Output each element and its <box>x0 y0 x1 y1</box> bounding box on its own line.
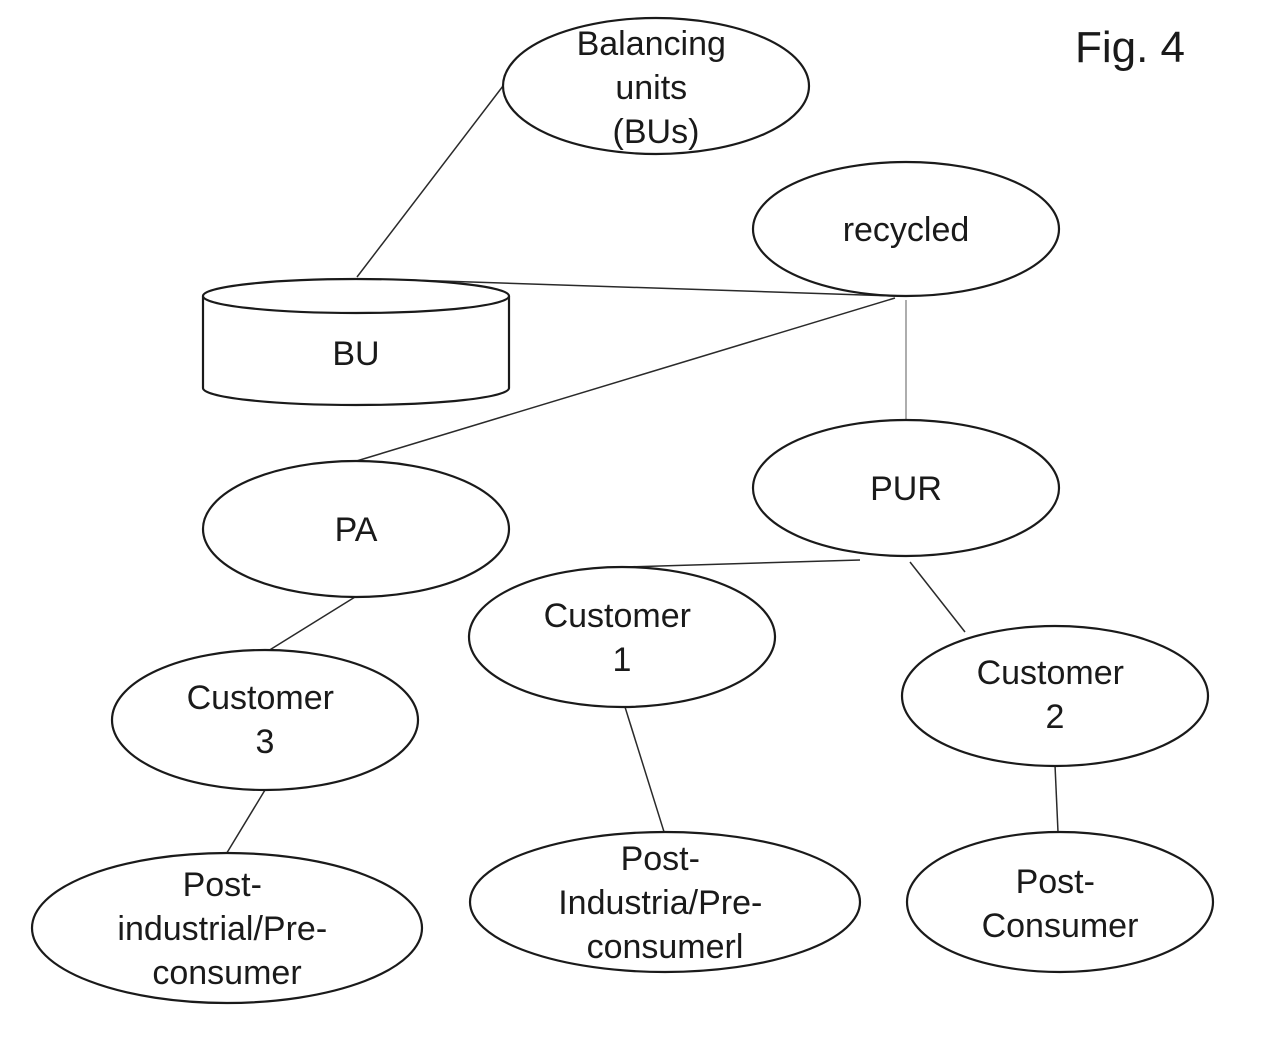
node-post-industrial-customer-3-line-1: Post- <box>183 866 262 904</box>
node-recycled-label: recycled <box>843 211 970 249</box>
node-post-consumer-ellipse <box>907 832 1213 972</box>
node-customer-3-line-2: 3 <box>256 723 275 761</box>
node-balancing-units-line-2: units <box>615 69 687 107</box>
edge-customer-1-post-industrial <box>625 707 665 835</box>
node-customer-1-line-1: Customer <box>544 597 691 635</box>
node-customer-3: Customer 3 <box>112 650 418 790</box>
node-customer-2-line-2: 2 <box>1046 698 1065 736</box>
node-post-industrial-customer-3: Post- industrial/Pre- consumer <box>32 853 422 1003</box>
edge-customer-3-post-industrial <box>225 790 265 856</box>
node-recycled-line-1: recycled <box>843 211 970 249</box>
node-customer-2-ellipse <box>902 626 1208 766</box>
node-bu-line-1: BU <box>332 335 379 373</box>
node-pa: PA <box>203 461 509 597</box>
node-post-industrial-customer-1-line-3: consumerl <box>587 928 744 966</box>
node-post-consumer-line-1: Post- <box>1016 863 1095 901</box>
node-customer-1-ellipse <box>469 567 775 707</box>
edge-balancing-units-bu <box>357 86 503 277</box>
node-pur: PUR <box>753 420 1059 556</box>
node-balancing-units: Balancing units (BUs) <box>503 18 809 154</box>
node-bu-label: BU <box>332 335 379 373</box>
node-pur-line-1: PUR <box>870 470 942 508</box>
node-customer-3-line-1: Customer <box>187 679 334 717</box>
node-post-industrial-customer-3-line-3: consumer <box>152 954 301 992</box>
node-pa-line-1: PA <box>335 511 378 549</box>
node-customer-1: Customer 1 <box>469 567 775 707</box>
node-customer-2-line-1: Customer <box>977 654 1124 692</box>
node-post-consumer-line-2: Consumer <box>982 907 1139 945</box>
node-pur-label: PUR <box>870 470 942 508</box>
node-balancing-units-line-1: Balancing <box>577 25 726 63</box>
node-customer-3-ellipse <box>112 650 418 790</box>
node-post-industrial-customer-3-line-2: industrial/Pre- <box>117 910 327 948</box>
edge-pur-customer-2 <box>910 562 965 632</box>
node-post-consumer: Post- Consumer <box>907 832 1213 972</box>
edge-customer-2-post-consumer <box>1055 765 1058 832</box>
node-recycled: recycled <box>753 162 1059 296</box>
figure-label: Fig. 4 <box>1075 23 1185 72</box>
edge-pa-customer-3 <box>268 597 355 651</box>
node-customer-2: Customer 2 <box>902 626 1208 766</box>
node-bu: BU <box>203 279 509 405</box>
node-post-industrial-customer-1-line-2: Industria/Pre- <box>558 884 762 922</box>
node-customer-1-line-2: 1 <box>613 641 632 679</box>
edge-pur-customer-1 <box>625 560 860 567</box>
node-pa-label: PA <box>335 511 378 549</box>
node-post-industrial-customer-1: Post- Industria/Pre- consumerl <box>470 832 860 972</box>
node-post-industrial-customer-1-line-1: Post- <box>621 840 700 878</box>
node-bu-cylinder-top <box>203 279 509 313</box>
node-balancing-units-line-3: (BUs) <box>613 113 700 151</box>
